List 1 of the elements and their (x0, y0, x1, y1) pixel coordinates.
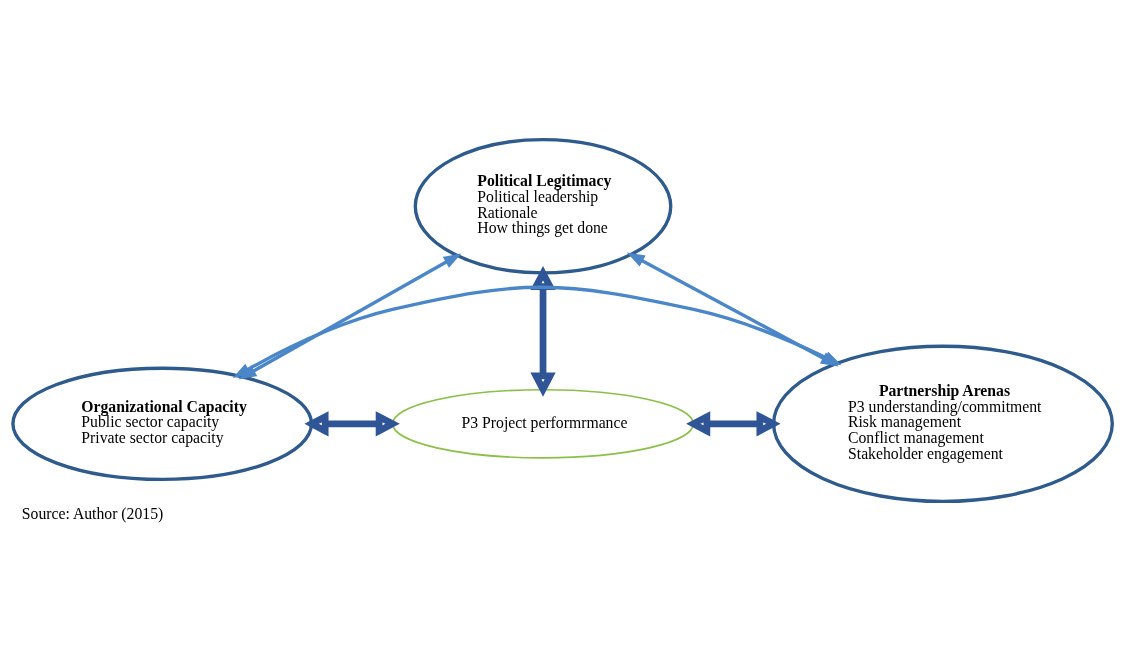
caption: Source: Author (2015) (21, 504, 164, 522)
